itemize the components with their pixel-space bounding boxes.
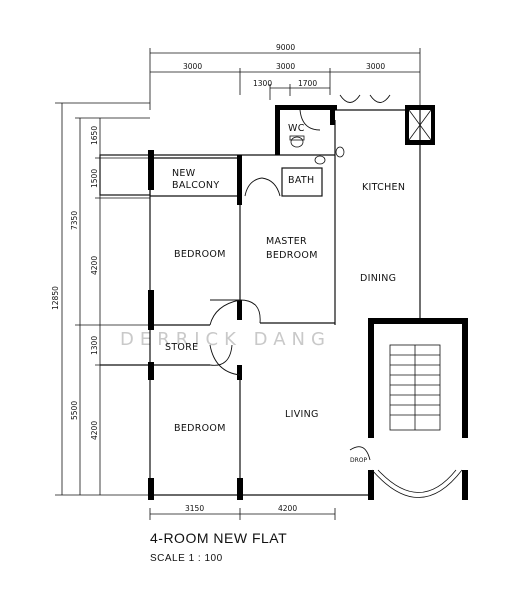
thick-walls (148, 105, 468, 500)
label-bedroom-bottom: BEDROOM (174, 423, 226, 434)
label-bath: BATH (288, 175, 314, 186)
dim-top-c: 3000 (366, 62, 385, 71)
label-master-2: BEDROOM (266, 250, 318, 261)
wc-fixtures (289, 135, 345, 165)
label-kitchen: KITCHEN (362, 182, 405, 193)
plan-title: 4-ROOM NEW FLAT (150, 530, 288, 546)
dim-left-2: 1500 (90, 169, 99, 188)
plan-scale: SCALE 1 : 100 (150, 553, 223, 564)
label-master-1: MASTER (266, 236, 307, 247)
label-new-balcony-1: NEW (172, 168, 196, 179)
label-store: STORE (165, 342, 198, 353)
left-dimensions (55, 102, 150, 496)
label-bedroom-top: BEDROOM (174, 249, 226, 260)
label-dining: DINING (360, 273, 396, 284)
dim-left-total: 12850 (51, 286, 60, 310)
dim-top-e: 1700 (298, 79, 317, 88)
dim-bottom-b: 4200 (278, 504, 297, 513)
dim-top-d: 1300 (253, 79, 272, 88)
lift-shaft (408, 109, 432, 141)
dim-left-lower: 5500 (70, 401, 79, 420)
staircase (371, 344, 463, 498)
label-drop: DROP (350, 457, 368, 464)
label-wc: WC (288, 123, 305, 134)
dim-top-total: 9000 (276, 43, 295, 52)
label-new-balcony-2: BALCONY (172, 180, 219, 191)
bottom-dimensions (149, 508, 336, 520)
doors (209, 94, 391, 461)
dim-top-b: 3000 (276, 62, 295, 71)
top-dimensions (149, 48, 421, 110)
dim-left-3: 4200 (90, 256, 99, 275)
dim-bottom-a: 3150 (185, 504, 204, 513)
watermark: DERRICK DANG (120, 329, 331, 350)
dim-left-4: 1300 (90, 336, 99, 355)
dim-left-1: 1650 (90, 126, 99, 145)
dim-left-5: 4200 (90, 421, 99, 440)
dim-top-a: 3000 (183, 62, 202, 71)
label-living: LIVING (285, 409, 319, 420)
dim-left-upper: 7350 (70, 211, 79, 230)
